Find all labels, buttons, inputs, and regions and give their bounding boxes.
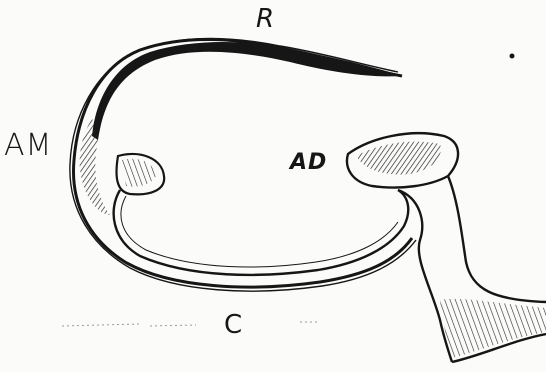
inner-outline-2 [121,196,398,267]
label-am: AM [4,128,52,163]
left-lobe-shade [122,159,156,187]
inner-band-side [80,118,110,215]
ink-dot [510,54,515,59]
stalk-left [398,190,452,362]
label-ad: AD [290,150,327,175]
inner-outline [114,190,409,275]
label-r: R [256,4,275,34]
stalk-right [448,176,546,302]
inner-band-top [92,42,402,140]
label-c: C [224,310,243,340]
paper-marks [62,322,320,326]
right-lobe-shade [356,142,441,175]
